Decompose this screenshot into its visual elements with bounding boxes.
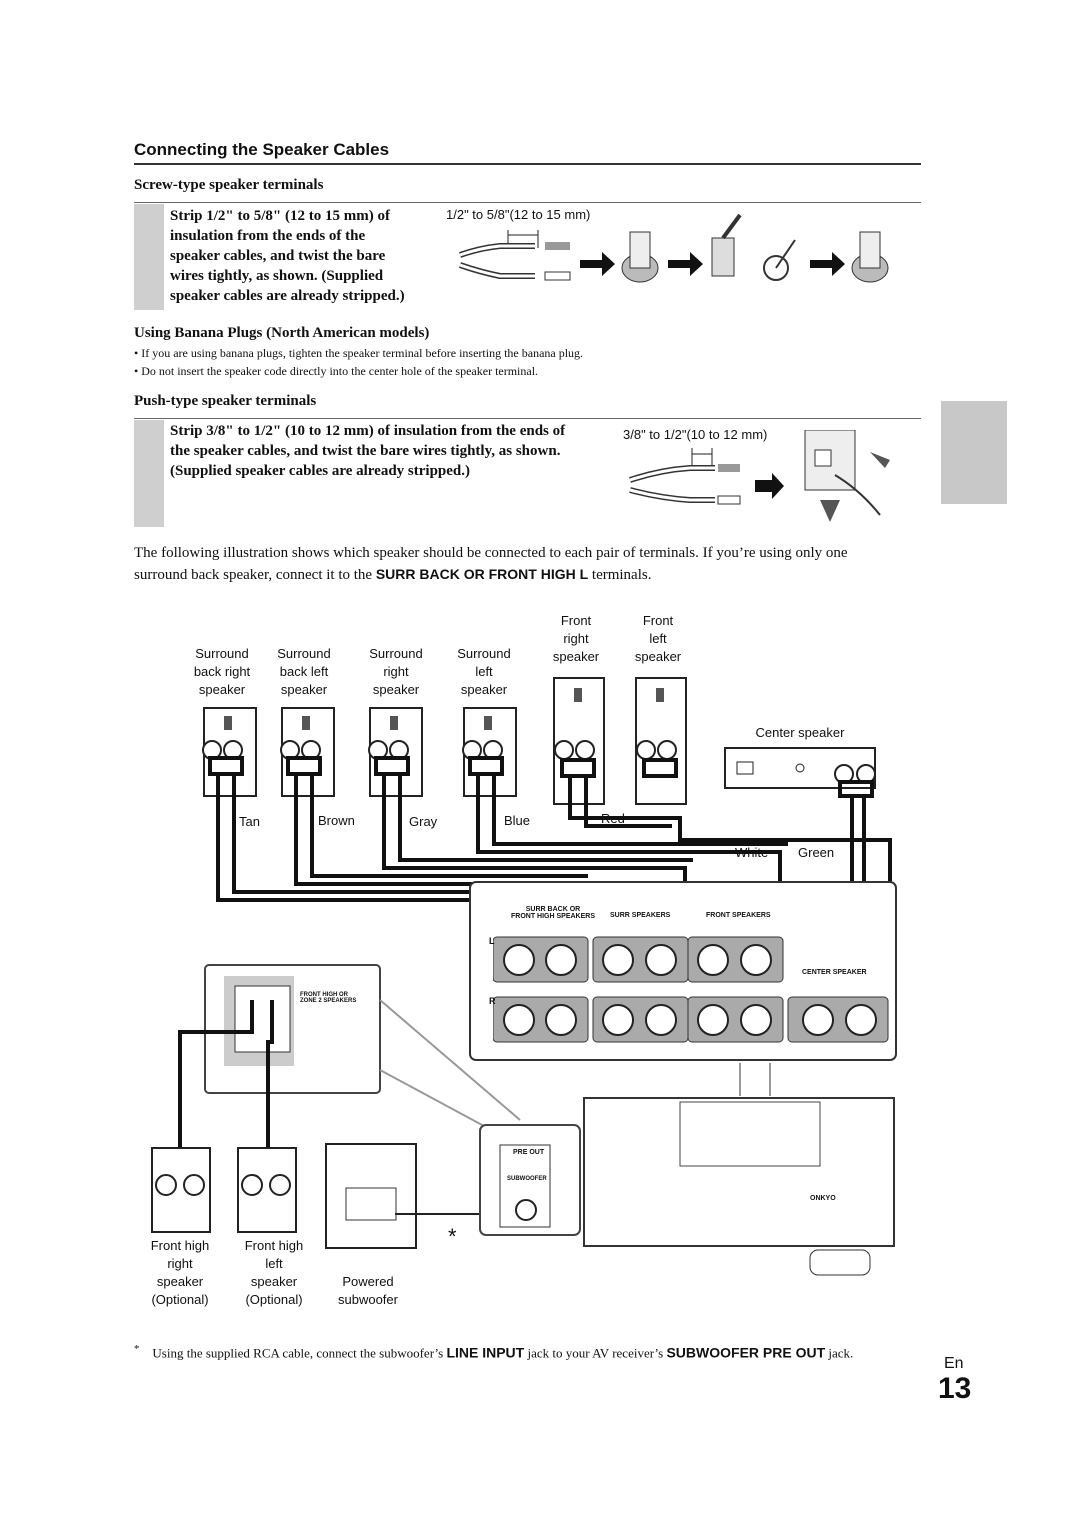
- cable-green: Green: [798, 845, 835, 860]
- push-rule: [134, 418, 921, 419]
- panel-subwoofer-label: SUBWOOFER: [507, 1176, 547, 1182]
- cable-tan: Tan: [239, 814, 260, 829]
- push-dimension: 3/8" to 1/2"(10 to 12 mm): [623, 427, 768, 442]
- intro-paragraph: The following illustration shows which s…: [134, 545, 848, 583]
- pre-out-inset: [479, 1124, 581, 1236]
- screw-strip-illustration: [459, 213, 889, 283]
- terminal-grid-svg: [492, 936, 889, 1043]
- label-center-speaker: Center speaker: [755, 725, 845, 740]
- asterisk-mark: *: [448, 1224, 457, 1249]
- panel-pre-out-label: PRE OUT: [513, 1149, 545, 1156]
- speaker-surround-back-left: [280, 707, 335, 797]
- speaker-front-high-left: [237, 1147, 297, 1233]
- receiver-brand: ONKYO: [810, 1195, 836, 1202]
- screw-step-text: Strip 1/2" to 5/8" (12 to 15 mm) of insu…: [170, 208, 405, 304]
- panel-center-label: CENTER SPEAKER: [802, 969, 867, 976]
- subwoofer: [325, 1143, 512, 1249]
- screw-heading: Screw-type speaker terminals: [134, 177, 324, 193]
- terminal-grid: [492, 932, 893, 1067]
- banana-heading: Using Banana Plugs (North American model…: [134, 325, 430, 341]
- page-number: 13: [938, 1372, 972, 1405]
- push-strip-illustration: [629, 430, 890, 522]
- speaker-center: [724, 747, 876, 798]
- screw-step-bar: [134, 204, 164, 310]
- banana-bullet-1: • If you are using banana plugs, tighten…: [134, 346, 584, 360]
- cable-gray: Gray: [409, 814, 438, 829]
- cable-brown: Brown: [318, 813, 355, 828]
- panel-front-label: FRONT SPEAKERS: [706, 912, 771, 919]
- section-title: Connecting the Speaker Cables: [134, 140, 390, 159]
- push-heading: Push-type speaker terminals: [134, 393, 317, 409]
- footnote: * Using the supplied RCA cable, connect …: [134, 1343, 854, 1361]
- speaker-front-left: [635, 677, 687, 805]
- receiver-rear-panel: [583, 1097, 895, 1276]
- speaker-surround-back-right: [202, 707, 257, 797]
- speaker-front-high-right: [151, 1147, 211, 1233]
- push-step-bar: [134, 420, 164, 527]
- banana-bullet-2: • Do not insert the speaker code directl…: [134, 364, 539, 378]
- speaker-front-right: [553, 677, 605, 805]
- side-tab: [941, 401, 1007, 504]
- panel-L-label: L: [489, 936, 495, 946]
- cable-blue: Blue: [504, 813, 531, 828]
- screw-dimension: 1/2" to 5/8"(12 to 15 mm): [446, 207, 591, 222]
- speaker-surround-left: [462, 707, 517, 797]
- screw-rule: [134, 202, 921, 203]
- push-step-text: Strip 3/8" to 1/2" (10 to 12 mm) of insu…: [170, 423, 566, 479]
- title-rule: [134, 163, 921, 165]
- panel-R-label: R: [489, 996, 496, 1006]
- page-language: En: [944, 1355, 964, 1372]
- speaker-surround-right: [368, 707, 423, 797]
- zone2-inset: [204, 964, 381, 1094]
- panel-surr-label: SURR SPEAKERS: [610, 912, 671, 919]
